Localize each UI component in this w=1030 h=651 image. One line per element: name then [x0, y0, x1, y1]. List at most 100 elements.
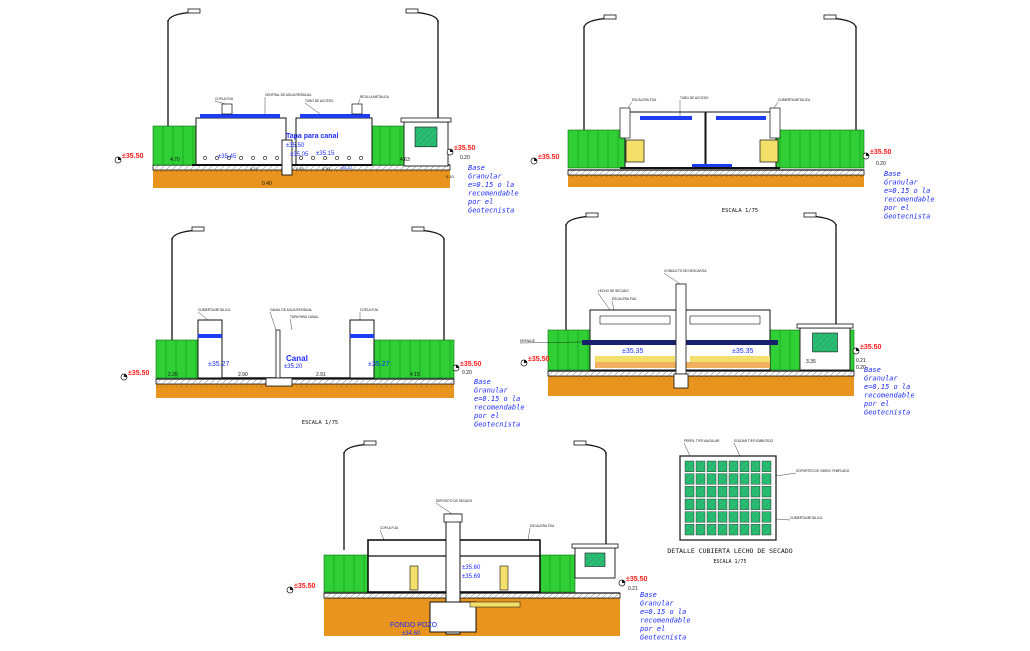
lamp-arm [565, 215, 593, 227]
level-marker-fill [124, 374, 127, 377]
gravel-layer [595, 356, 675, 362]
glass-hatch [751, 499, 760, 510]
lamp-head-icon [363, 440, 377, 446]
callout-text: SOLDAR TIPO EMBUTIDO [734, 439, 774, 443]
callout-text: DRENAJE [520, 339, 535, 343]
glass-hatch [696, 461, 705, 472]
lamp-arm [343, 443, 371, 455]
base-slab-hatch [156, 379, 454, 384]
hedge [567, 129, 626, 169]
glass-hatch [751, 473, 760, 485]
lamp-head-icon [823, 14, 837, 20]
ladder [769, 107, 781, 139]
glass-hatch [718, 499, 727, 510]
level-marker-fill [290, 587, 293, 590]
roof-detail: DETALLE CUBIERTA LECHO DE SECADO ESCALA 1… [667, 439, 849, 565]
cover-pipe [200, 114, 280, 118]
glass-hatch [696, 511, 705, 523]
hedge [539, 554, 576, 593]
tag-label: Tapa para canal [286, 133, 338, 140]
glass-hatch [729, 499, 738, 510]
drain-hole [251, 156, 255, 160]
level-marker-fill [856, 348, 859, 351]
lamp-arm [171, 229, 199, 241]
inlet-pipe [469, 601, 521, 608]
callout-text: CUBIERTA METALICA [778, 98, 811, 102]
guardhouse-roof [400, 117, 452, 123]
level-label: ±35.50 [528, 356, 549, 363]
sludge-column [625, 139, 645, 163]
lamp-arm [583, 17, 611, 29]
callout-text: CENTRAL DE AGUA RESIDUAL [265, 93, 312, 97]
note-line: Granular [468, 173, 503, 181]
glass-hatch [751, 461, 760, 472]
scale-label: ESCALA 1/75 [302, 420, 338, 426]
hedge [547, 329, 591, 371]
drain-hole [227, 156, 231, 160]
dimension-text: 4.15 [410, 372, 420, 378]
note-line: Geotecnista [640, 634, 686, 642]
drain-hole [239, 156, 243, 160]
lamp-arm [829, 17, 857, 29]
level-marker-fill [622, 580, 625, 583]
leader-line [379, 529, 385, 541]
soil-hatch [548, 376, 854, 379]
glass-hatch [685, 499, 694, 510]
soil-hatch [153, 170, 450, 173]
chamber-left [197, 319, 223, 379]
callout-text: COPLA FIJA [215, 97, 234, 101]
base-slab-hatch [153, 165, 450, 170]
leader-line [663, 272, 681, 285]
lamp-arm [579, 443, 607, 455]
leader-line [435, 502, 453, 515]
dimension-text: 4.63 [400, 157, 410, 163]
dimension-text: 0.40 [262, 181, 272, 187]
drain-hole [311, 156, 315, 160]
leader-line [357, 98, 361, 105]
hedge [323, 554, 371, 593]
lamp-head-icon [191, 226, 205, 232]
note-line: recomendable [864, 392, 915, 400]
guardhouse-roof [571, 543, 619, 549]
elevation-value: ±35.50 [286, 143, 305, 149]
level-label: ±35.50 [294, 583, 315, 590]
leader-line [683, 442, 691, 457]
dimension-text: 0.30 [322, 166, 331, 171]
detail-frame [679, 455, 777, 541]
dimension-text: 3.35 [806, 359, 816, 365]
note-line: Granular [864, 375, 899, 383]
leader-line [214, 100, 226, 105]
note-line: Geotecnista [884, 213, 930, 221]
level-label: ±35.50 [538, 154, 559, 161]
glass-hatch [729, 511, 738, 523]
note-line: e=0.15 o la [640, 608, 686, 616]
elevation-value: ±35.35 [732, 348, 753, 355]
note-line: recomendable [474, 404, 525, 412]
lamp-head-icon [405, 8, 419, 14]
scale-label: ESCALA 1/75 [713, 559, 746, 565]
elevation-value: ±35.05 [290, 152, 309, 158]
drain-hole [323, 156, 327, 160]
level-label: ±35.50 [460, 361, 481, 368]
window-hatch [585, 553, 605, 567]
glass-hatch [740, 524, 749, 535]
tank-wall-left [195, 117, 287, 166]
glass-hatch [729, 486, 738, 497]
glass-hatch [740, 486, 749, 497]
cover-pipe [350, 334, 374, 338]
leader-line [519, 341, 583, 344]
note-line: recomendable [640, 617, 691, 625]
tag-label: FONDO POZO [390, 622, 438, 629]
note-line: recomendable [884, 196, 935, 204]
glass-hatch [696, 473, 705, 485]
glass-hatch [685, 461, 694, 472]
detail-title: DETALLE CUBIERTA LECHO DE SECADO [667, 547, 792, 555]
level-label: ±35.50 [860, 344, 881, 351]
dimension-text: 0.15 [250, 166, 259, 171]
leader-line [289, 318, 293, 331]
glass-hatch [729, 473, 738, 485]
lamp-head-icon [803, 212, 817, 218]
callout-text: TUBO DE ACCESO [305, 99, 334, 103]
callout-text: CUBIERTA METALICA [198, 308, 231, 312]
